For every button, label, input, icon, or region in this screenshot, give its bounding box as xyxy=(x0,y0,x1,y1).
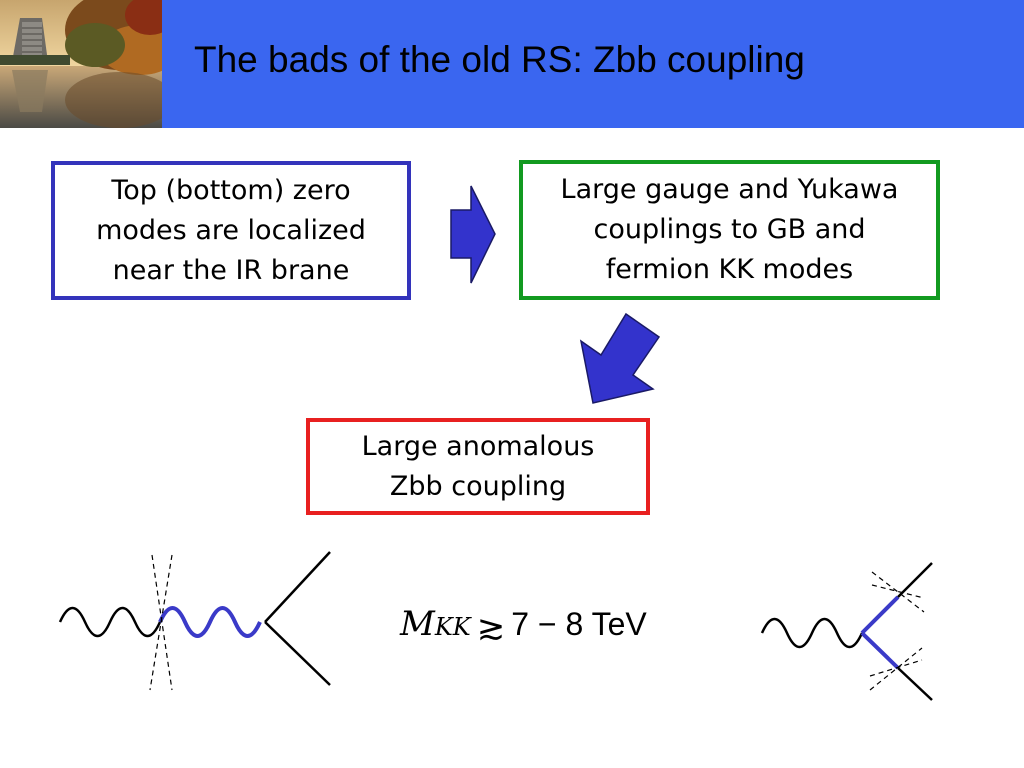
lab-building-photo xyxy=(0,0,162,128)
header-bar: The bads of the old RS: Zbb coupling xyxy=(0,0,1024,128)
b-quark-line xyxy=(264,551,331,623)
box-line: near the IR brane xyxy=(112,254,350,286)
box-line: modes are localized xyxy=(96,214,366,246)
box-line: couplings to GB and xyxy=(593,214,866,245)
box-line: Top (bottom) zero xyxy=(111,174,351,206)
box-anomalous-zbb: Large anomalous Zbb coupling xyxy=(306,418,650,515)
box-line: Zbb coupling xyxy=(389,470,567,502)
slide-title: The bads of the old RS: Zbb coupling xyxy=(194,39,805,80)
z-boson-propagator xyxy=(760,617,864,649)
z-boson-propagator xyxy=(58,606,162,638)
box-line: Large gauge and Yukawa xyxy=(560,174,899,205)
formula-relation: ≳ xyxy=(476,608,506,648)
kk-fermion-line xyxy=(860,631,900,670)
b-quark-line xyxy=(897,562,933,598)
b-quark-line xyxy=(264,621,331,686)
kk-fermion-line xyxy=(860,595,900,635)
formula-value: 7 − 8 TeV xyxy=(511,606,647,642)
kk-gauge-propagator xyxy=(158,606,262,638)
feynman-diagram-fermion-mixing xyxy=(760,562,933,701)
down-left-arrow-icon xyxy=(579,312,661,404)
box-line: fermion KK modes xyxy=(605,254,854,285)
box-top-zero-modes: Top (bottom) zero modes are localized ne… xyxy=(51,161,411,300)
feynman-diagram-kk-exchange xyxy=(58,551,331,691)
box-line: Large anomalous xyxy=(361,430,595,462)
formula-variable: M xyxy=(400,604,435,644)
formula-subscript: KK xyxy=(434,613,471,641)
b-quark-line xyxy=(897,667,933,701)
box-large-couplings: Large gauge and Yukawa couplings to GB a… xyxy=(519,160,940,300)
mkk-bound-formula: MKK≳7 − 8 TeV xyxy=(400,604,647,648)
right-arrow-icon xyxy=(450,185,496,284)
